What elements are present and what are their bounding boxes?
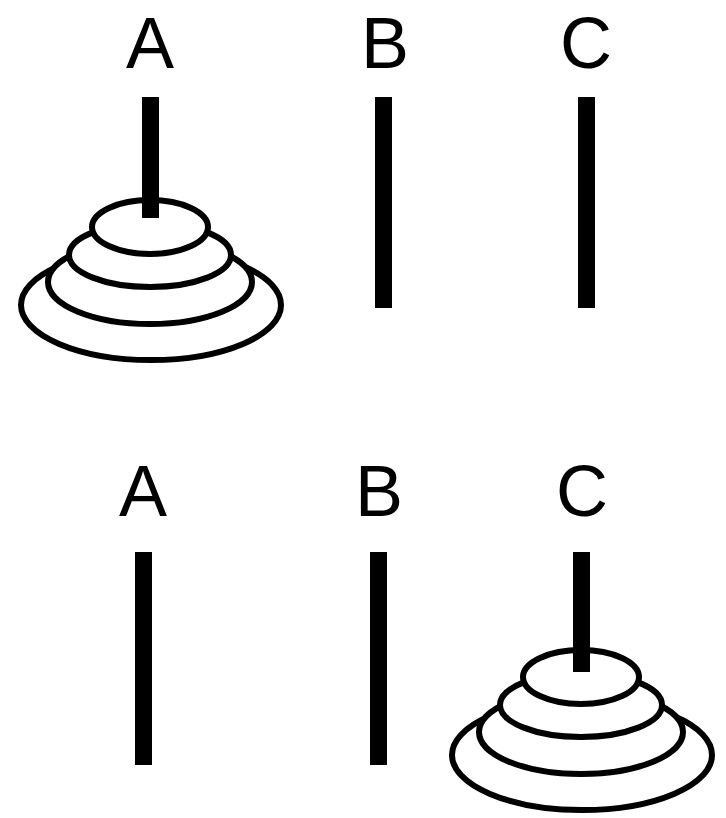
peg-label: B [361, 7, 409, 79]
peg-label: A [126, 7, 174, 79]
peg-label: C [556, 455, 608, 527]
peg [142, 97, 159, 218]
peg-label: A [119, 455, 167, 527]
end-stack [452, 650, 712, 810]
top-pegs [142, 97, 595, 308]
peg [573, 552, 590, 672]
peg-label: C [560, 7, 612, 79]
bottom-pegs [135, 552, 590, 765]
peg [578, 97, 595, 308]
start-stack [21, 200, 281, 360]
peg [375, 97, 392, 308]
peg [370, 552, 387, 765]
peg-label: B [355, 455, 403, 527]
peg [135, 552, 152, 765]
